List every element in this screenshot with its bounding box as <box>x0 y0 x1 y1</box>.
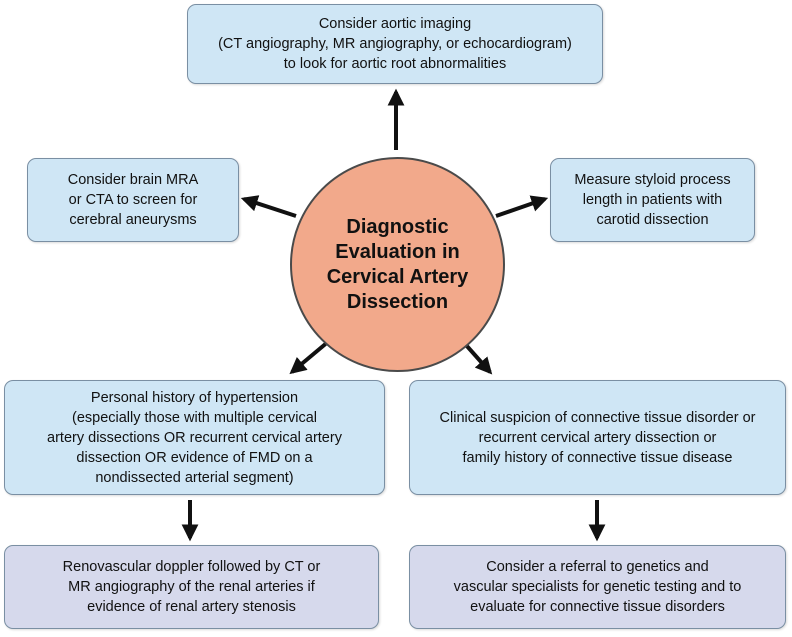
hypertension-line-4: dissection OR evidence of FMD on a <box>76 449 313 466</box>
styloid-line-3: carotid dissection <box>596 212 709 228</box>
hypertension-line-1: Personal history of hypertension <box>90 389 299 406</box>
referral-line-1: Consider a referral to genetics and <box>486 559 709 575</box>
brain-line-3: cerebral aneurysms <box>69 212 197 228</box>
styloid-line-1: Measure styloid process <box>574 172 731 188</box>
referral-line-3: evaluate for connective tissue disorders <box>470 599 725 615</box>
renovascular-line-3: evidence of renal artery stenosis <box>87 599 296 615</box>
brain-line-1: Consider brain MRA <box>67 172 199 188</box>
hypertension-line-5: nondissected arterial segment) <box>95 469 294 486</box>
center-line-1: Diagnostic <box>346 215 449 238</box>
aortic-line-1: Consider aortic imaging <box>318 16 472 32</box>
renovascular-box: Renovascular doppler followed by CT or M… <box>4 545 379 629</box>
genetics-referral-box: Consider a referral to genetics and vasc… <box>409 545 786 629</box>
arrow-to-brain <box>240 195 297 218</box>
aortic-line-2: (CT angiography, MR angiography, or echo… <box>218 36 572 52</box>
renovascular-line-2: MR angiography of the renal arteries if <box>68 579 315 595</box>
connective-line-2: recurrent cervical artery dissection or <box>478 429 717 446</box>
connective-tissue-box: Clinical suspicion of connective tissue … <box>409 380 786 495</box>
hypertension-box: Personal history of hypertension (especi… <box>4 380 385 495</box>
brain-mra-box: Consider brain MRA or CTA to screen for … <box>27 158 239 242</box>
renovascular-line-1: Renovascular doppler followed by CT or <box>62 559 321 575</box>
aortic-line-3: to look for aortic root abnormalities <box>283 56 507 72</box>
connective-line-3: family history of connective tissue dise… <box>462 449 733 466</box>
aortic-imaging-box: Consider aortic imaging (CT angiography,… <box>187 4 603 84</box>
brain-line-2: or CTA to screen for <box>68 192 198 208</box>
center-line-4: Dissection <box>346 290 449 313</box>
styloid-box: Measure styloid process length in patien… <box>550 158 755 242</box>
referral-line-2: vascular specialists for genetic testing… <box>453 579 742 595</box>
styloid-line-2: length in patients with <box>582 192 723 208</box>
center-line-3: Cervical Artery <box>326 265 469 288</box>
center-line-2: Evaluation in <box>335 240 460 263</box>
hypertension-line-2: (especially those with multiple cervical <box>72 409 317 426</box>
central-topic-circle: Diagnostic Evaluation in Cervical Artery… <box>290 157 505 372</box>
hypertension-line-3: artery dissections OR recurrent cervical… <box>47 429 342 446</box>
arrow-to-styloid <box>495 195 549 218</box>
connective-line-1: Clinical suspicion of connective tissue … <box>439 409 756 426</box>
